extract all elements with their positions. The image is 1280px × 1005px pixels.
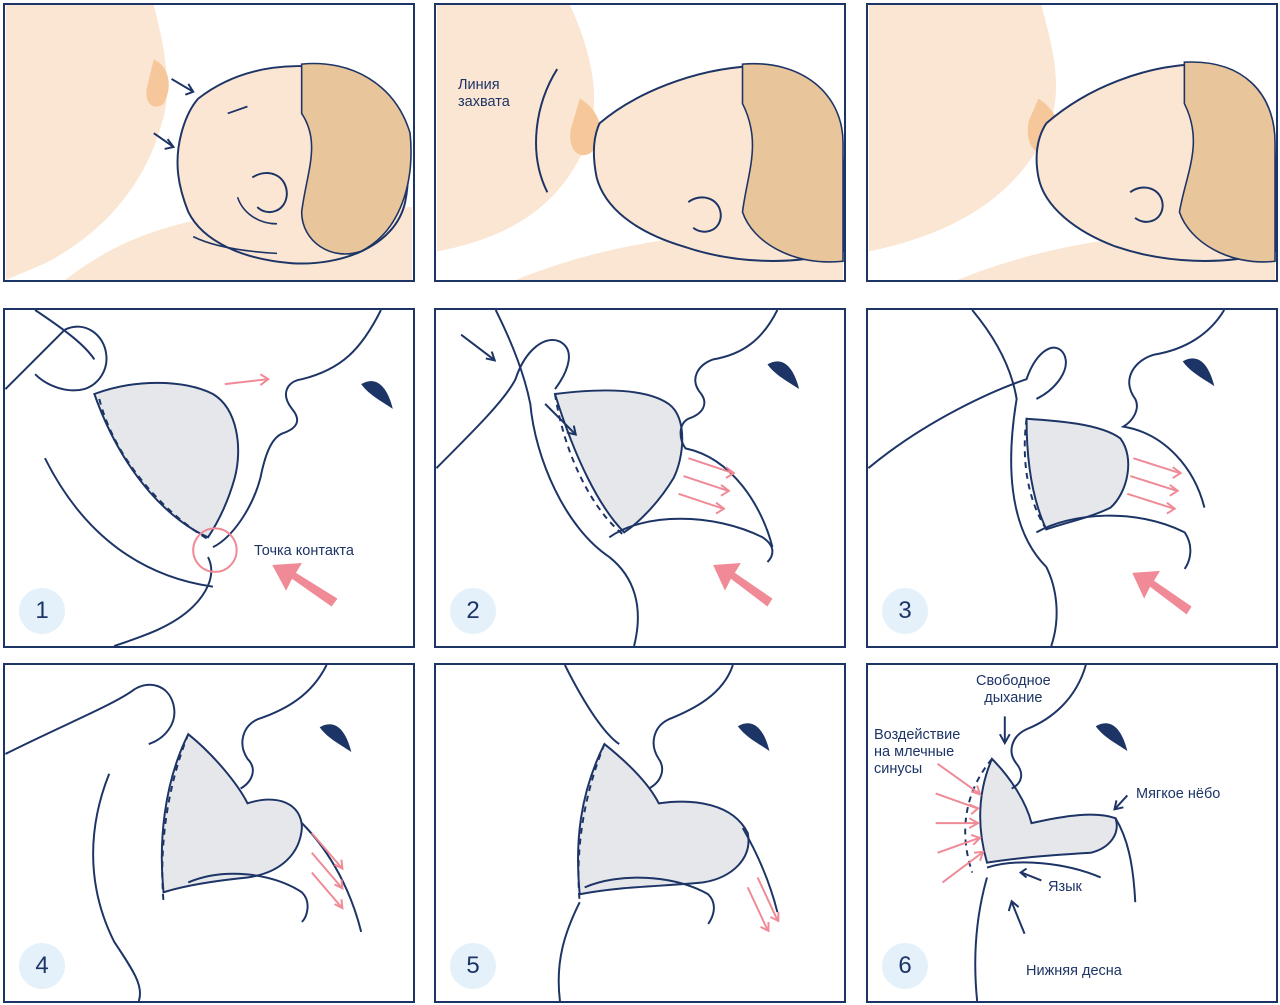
tongue-label: Язык <box>1048 879 1082 895</box>
step-6-number-badge: 6 <box>882 943 928 989</box>
step-3-panel: 3 <box>866 308 1278 648</box>
latch-line-illustration <box>436 5 844 280</box>
step-1-illustration <box>5 310 393 646</box>
baby-approaching-breast-illustration <box>5 5 413 280</box>
step-2-illustration <box>436 310 800 646</box>
step-6-panel: 6 Свободное дыхание Воздействие на млечн… <box>866 663 1278 1003</box>
step-4-number-badge: 4 <box>19 943 65 989</box>
step-6-illustration <box>935 665 1137 1001</box>
sinus-effect-label: Воздействие на млечные синусы <box>874 727 961 777</box>
soft-palate-label: Мягкое нёбо <box>1136 786 1221 802</box>
step-3-number-badge: 3 <box>882 588 928 634</box>
step-1-panel: 1 Точка контакта <box>3 308 415 648</box>
lower-gum-label: Нижняя десна <box>1026 963 1122 979</box>
step-4-illustration <box>5 665 363 1001</box>
step-4-panel: 4 <box>3 663 415 1003</box>
latch-line-label: Линия захвата <box>458 77 510 110</box>
contact-point-label: Точка контакта <box>254 543 354 559</box>
free-breathing-label: Свободное дыхание <box>976 673 1051 706</box>
step-5-illustration <box>557 665 780 1001</box>
step-3-illustration <box>868 310 1226 646</box>
step-1-number-badge: 1 <box>19 588 65 634</box>
latch-approach-panel <box>3 3 415 282</box>
baby-latched-illustration <box>868 5 1276 280</box>
step-2-number-badge: 2 <box>450 588 496 634</box>
step-2-panel: 2 <box>434 308 846 648</box>
step-5-panel: 5 <box>434 663 846 1003</box>
latch-line-panel: Линия захвата <box>434 3 846 282</box>
step-5-number-badge: 5 <box>450 943 496 989</box>
latched-panel <box>866 3 1278 282</box>
